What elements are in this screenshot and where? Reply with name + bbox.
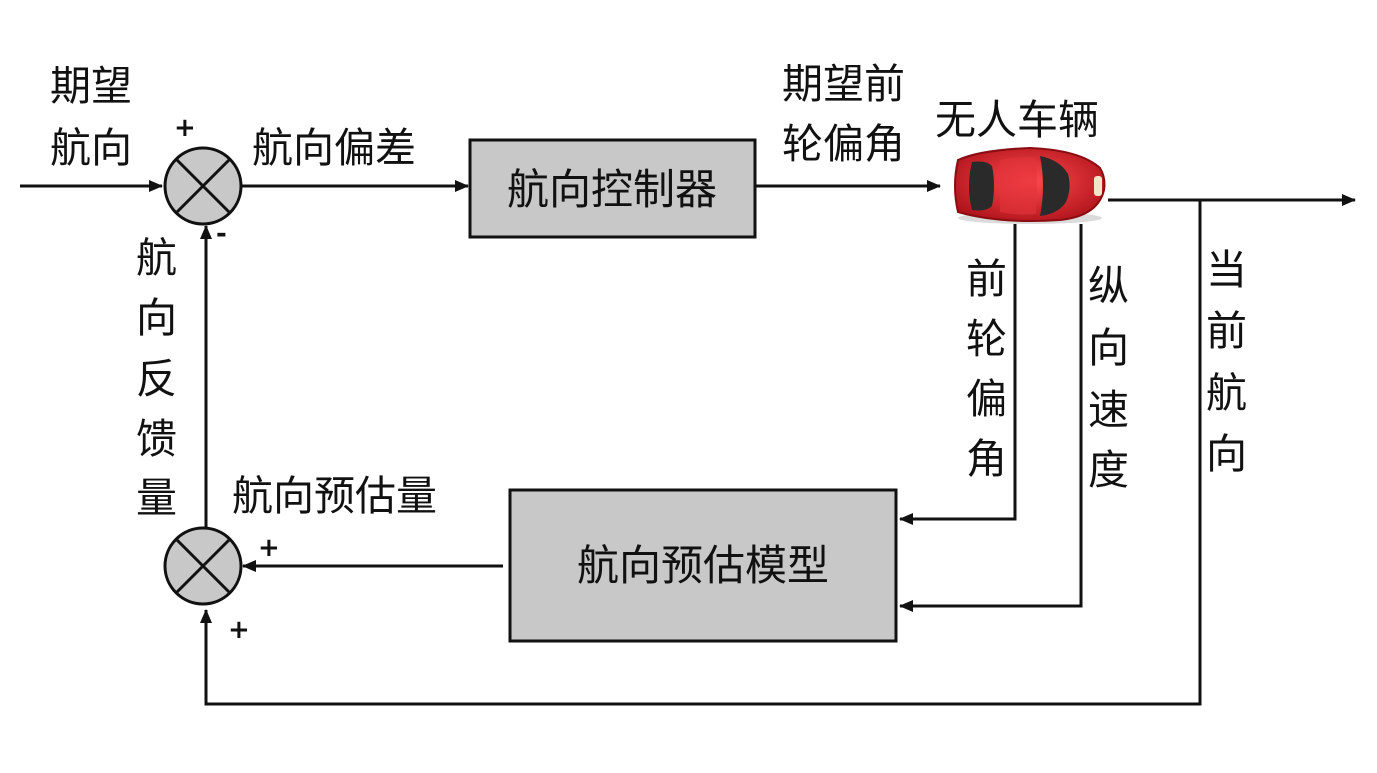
front-steer-char: 轮 xyxy=(966,315,1007,363)
heading-feedback-char: 反 xyxy=(136,355,177,403)
current-heading-char: 前 xyxy=(1206,307,1247,355)
sum1-plus-sign: + xyxy=(174,113,196,143)
long-speed-label: 纵 向 速 度 xyxy=(1088,262,1129,494)
long-speed-char: 度 xyxy=(1088,446,1129,494)
sum2-plus-right-sign: + xyxy=(258,533,280,563)
heading-estimate-label: 航向预估量 xyxy=(232,472,437,520)
front-steer-char: 前 xyxy=(966,255,1007,303)
current-heading-char: 当 xyxy=(1206,246,1247,294)
long-speed-char: 向 xyxy=(1088,324,1129,372)
long-speed-char: 纵 xyxy=(1088,262,1129,310)
heading-controller-label: 航向控制器 xyxy=(507,165,717,214)
summing-junction-1 xyxy=(165,148,241,224)
heading-feedback-char: 馈 xyxy=(136,415,177,463)
heading-feedback-char: 航 xyxy=(136,234,177,282)
front-steer-char: 角 xyxy=(966,435,1007,483)
heading-estimator-label: 航向预估模型 xyxy=(577,541,829,590)
front-steer-char: 偏 xyxy=(966,375,1007,423)
desired-steer-label-line1: 期望前 xyxy=(782,60,905,108)
vehicle-car-icon xyxy=(955,148,1105,224)
vehicle-label: 无人车辆 xyxy=(935,96,1099,144)
front-steer-label: 前 轮 偏 角 xyxy=(966,255,1007,483)
desired-heading-label-line2: 航向 xyxy=(50,124,132,172)
sum2-plus-bottom-sign: + xyxy=(228,615,250,645)
desired-steer-label-line2: 轮偏角 xyxy=(782,120,905,168)
long-speed-char: 速 xyxy=(1088,386,1129,434)
current-heading-label: 当 前 航 向 xyxy=(1206,246,1247,478)
sum1-minus-sign: - xyxy=(216,219,227,249)
heading-error-label: 航向偏差 xyxy=(252,124,416,172)
heading-feedback-char: 量 xyxy=(136,474,177,522)
desired-heading-label-line1: 期望 xyxy=(50,62,132,110)
summing-junction-2 xyxy=(165,528,241,604)
heading-feedback-label: 航 向 反 馈 量 xyxy=(136,234,177,522)
current-heading-char: 向 xyxy=(1206,430,1247,478)
current-heading-char: 航 xyxy=(1206,369,1247,417)
heading-feedback-char: 向 xyxy=(136,294,177,342)
